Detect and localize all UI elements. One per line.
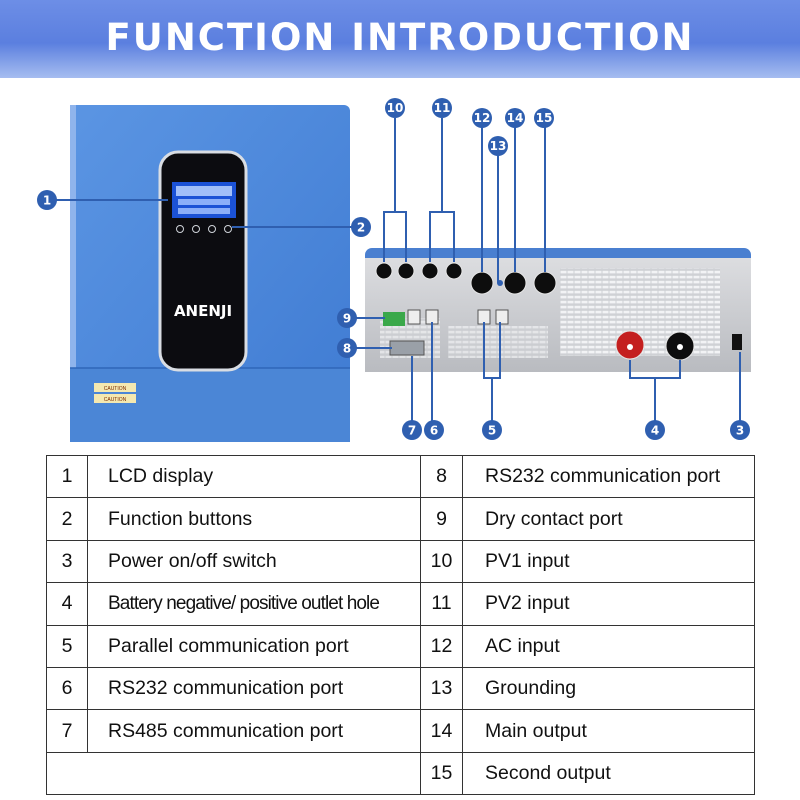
svg-text:15: 15 (536, 111, 553, 125)
item-number: 5 (46, 624, 88, 668)
callout-10: 10 (385, 98, 405, 118)
table-row: 6 RS232 communication port 13 Grounding (46, 666, 755, 711)
item-number: 1 (46, 454, 88, 499)
callout-7: 7 (402, 420, 422, 440)
callout-9: 9 (337, 308, 357, 328)
item-description: LCD display (87, 454, 421, 499)
svg-text:12: 12 (474, 111, 491, 125)
item-number: 3 (46, 539, 88, 584)
item-description: RS232 communication port (462, 454, 755, 499)
item-description: Power on/off switch (87, 539, 421, 584)
item-number: 10 (420, 539, 463, 584)
svg-text:8: 8 (343, 342, 351, 356)
item-description: AC input (462, 624, 755, 668)
page-title: FUNCTION INTRODUCTION (105, 16, 695, 59)
svg-text:2: 2 (357, 221, 365, 235)
table-row: 7 RS485 communication port 14 Main outpu… (46, 709, 755, 753)
svg-text:4: 4 (651, 424, 659, 438)
item-number: 8 (420, 454, 463, 499)
callout-1: 1 (37, 190, 57, 210)
callout-15: 15 (534, 108, 554, 128)
callout-4: 4 (645, 420, 665, 440)
svg-text:11: 11 (434, 101, 451, 115)
title-banner: FUNCTION INTRODUCTION (0, 0, 800, 78)
callout-11: 11 (432, 98, 452, 118)
item-description: RS485 communication port (87, 709, 421, 753)
table-row: 2 Function buttons 9 Dry contact port (46, 497, 755, 541)
caution-labels: CAUTION CAUTION (94, 383, 136, 403)
callout-3: 3 (730, 420, 750, 440)
svg-text:13: 13 (490, 139, 507, 153)
function-buttons (176, 225, 232, 233)
table-row: 4 Battery negative/ positive outlet hole… (46, 582, 755, 626)
function-table: 1 LCD display 8 RS232 communication port… (46, 454, 755, 796)
callout-2: 2 (351, 217, 371, 237)
callout-8: 8 (337, 338, 357, 358)
item-number: 15 (420, 751, 463, 796)
item-number: 6 (46, 666, 88, 711)
callout-12: 12 (472, 108, 492, 128)
item-number: 12 (420, 624, 463, 668)
svg-text:14: 14 (507, 111, 524, 125)
item-number: 11 (420, 582, 463, 626)
lcd-screen (172, 182, 236, 218)
table-row: 1 LCD display 8 RS232 communication port (46, 454, 755, 499)
svg-text:3: 3 (736, 424, 744, 438)
callout-6: 6 (424, 420, 444, 440)
item-description: Dry contact port (462, 497, 755, 541)
item-number: 14 (420, 709, 463, 753)
inverter-front: ANENJI CAUTION CAUTION (70, 105, 350, 442)
svg-text:9: 9 (343, 312, 351, 326)
svg-text:6: 6 (430, 424, 438, 438)
item-description: Main output (462, 709, 755, 753)
item-description: Parallel communication port (87, 624, 421, 668)
item-number: 9 (420, 497, 463, 541)
callout-5: 5 (482, 420, 502, 440)
item-number: 4 (46, 582, 88, 626)
svg-text:7: 7 (408, 424, 416, 438)
item-number: 2 (46, 497, 88, 541)
item-description: Second output (462, 751, 755, 796)
item-description: PV1 input (462, 539, 755, 584)
svg-text:10: 10 (387, 101, 404, 115)
inverter-bottom-panel (365, 248, 751, 372)
item-description: Function buttons (87, 497, 421, 541)
item-number: 13 (420, 666, 463, 711)
table-row: 5 Parallel communication port 12 AC inpu… (46, 624, 755, 668)
callout-13: 13 (488, 136, 508, 156)
brand-logo: ANENJI (174, 302, 232, 320)
item-description: RS232 communication port (87, 666, 421, 711)
svg-text:CAUTION: CAUTION (104, 386, 127, 392)
item-description (46, 751, 421, 796)
item-number: 7 (46, 709, 88, 753)
product-illustration: ANENJI CAUTION CAUTION (37, 98, 751, 442)
svg-text:1: 1 (43, 194, 51, 208)
item-description: Battery negative/ positive outlet hole (87, 582, 421, 626)
svg-text:CAUTION: CAUTION (104, 397, 127, 403)
item-description: Grounding (462, 666, 755, 711)
table-row: 3 Power on/off switch 10 PV1 input (46, 539, 755, 584)
callout-14: 14 (505, 108, 525, 128)
svg-text:5: 5 (488, 424, 496, 438)
table-row: 15 Second output (46, 751, 755, 796)
item-description: PV2 input (462, 582, 755, 626)
